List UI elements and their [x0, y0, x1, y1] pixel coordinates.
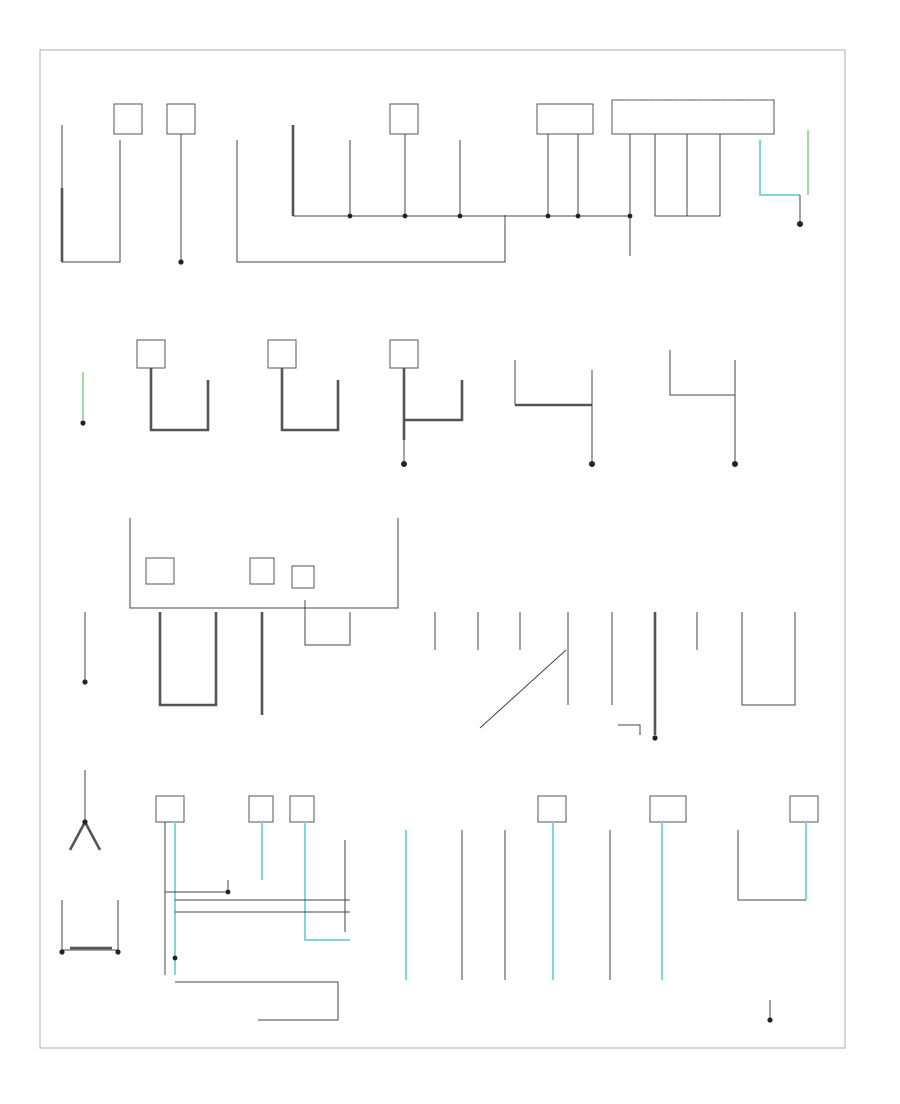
splice-dot [225, 889, 231, 895]
splice-dot [545, 213, 551, 219]
component-box [289, 795, 315, 823]
ground-point [59, 949, 65, 955]
ground-point [115, 949, 121, 955]
ground-point [401, 461, 407, 467]
wire-heavy [404, 380, 464, 422]
section-top [60, 99, 809, 265]
bracket-boundary [129, 518, 399, 609]
ground-point [652, 735, 658, 741]
splice-dot [402, 213, 408, 219]
wire-heavy [280, 368, 340, 432]
ground-point [82, 819, 88, 825]
component-box [789, 795, 819, 823]
splice-dot [347, 213, 353, 219]
component-box [536, 103, 594, 135]
component-box [291, 565, 315, 589]
wire-cyan [304, 822, 350, 941]
ground-point [767, 1017, 773, 1023]
ground-point [797, 221, 803, 227]
ground-point [589, 461, 595, 467]
ground-point [80, 420, 86, 426]
ground-point [732, 461, 738, 467]
wire [741, 612, 796, 706]
component-box [249, 557, 275, 585]
section-bottom [59, 770, 819, 1023]
wire [618, 724, 641, 735]
component-box [145, 557, 175, 585]
wire [61, 900, 119, 951]
wire-heavy [158, 612, 218, 707]
ground-point [82, 679, 88, 685]
component-box [166, 103, 196, 135]
splice-dot [178, 259, 184, 265]
section-third [82, 518, 796, 741]
wire [175, 981, 339, 1021]
wire [236, 140, 506, 263]
component-box [136, 339, 166, 369]
wire [669, 350, 736, 396]
component-box [267, 339, 297, 369]
component-box [155, 795, 185, 823]
battery-ground-strap [68, 819, 102, 851]
leader-line [479, 649, 567, 729]
wire [737, 830, 806, 901]
component-box [248, 795, 274, 823]
diagram-frame [39, 49, 846, 1049]
wire-left-block [61, 125, 121, 263]
splice-dot [457, 213, 463, 219]
splice-dot [575, 213, 581, 219]
component-box [389, 339, 419, 369]
component-box [389, 103, 419, 135]
component-box [537, 795, 567, 823]
wire-cyan [759, 140, 800, 196]
section-second [80, 339, 738, 467]
splice-dot [627, 213, 633, 219]
wire [304, 600, 351, 646]
component-box [649, 795, 687, 823]
splice-dot [172, 955, 178, 961]
wire-heavy [149, 368, 210, 432]
component-box-wide [611, 99, 775, 135]
component-box [113, 103, 143, 135]
